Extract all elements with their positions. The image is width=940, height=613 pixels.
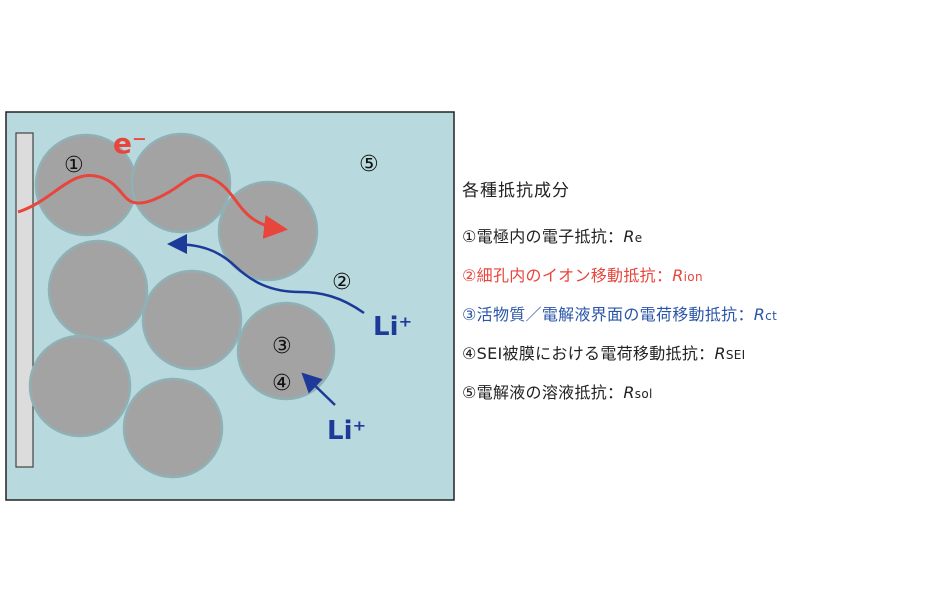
legend-item-subscript: SEI [725,348,746,362]
legend-item-symbol: R [623,227,635,246]
legend-item-text: ④SEI被膜における電荷移動抵抗： [462,344,715,363]
particle [28,334,132,438]
marker-4: ④ [272,371,292,396]
legend-item: ②細孔内のイオン移動抵抗：Rion [462,266,940,305]
legend-item-symbol: R [753,305,766,324]
legend-item: ④SEI被膜における電荷移動抵抗：RSEI [462,344,940,383]
ion-path-arrow [167,234,365,315]
legend-item-symbol: R [672,266,684,285]
legend-item-subscript: sol [634,387,653,401]
legend-item-symbol: R [623,383,635,402]
particle [122,377,224,479]
legend-item-symbol: R [714,344,726,363]
legend-item-text: ③活物質／電解液界面の電荷移動抵抗： [462,305,754,324]
lithium-ion-label-upper: Li⁺ [373,312,412,342]
marker-5: ⑤ [359,152,379,177]
lithium-ion-label-lower: Li⁺ [327,416,366,446]
particle [47,239,149,341]
active-particles [28,132,336,479]
current-collector [15,132,34,468]
electrode-diagram: e⁻ Li⁺ Li⁺ ① ② ③ ④ ⑤ [5,111,455,501]
legend-item-text: ⑤電解液の溶液抵抗： [462,383,624,402]
legend-item: ③活物質／電解液界面の電荷移動抵抗：Rct [462,305,940,344]
legend-item-text: ①電極内の電子抵抗： [462,227,624,246]
legend-item-subscript: ct [765,309,778,323]
electrolyte-border [5,111,455,501]
marker-3: ③ [272,334,292,359]
electron-path-arrow [17,173,288,239]
legend-item-subscript: ion [683,270,703,284]
electron-label: e⁻ [113,127,147,160]
particle [141,269,243,371]
legend-item-text: ②細孔内のイオン移動抵抗： [462,266,673,285]
legend-title: 各種抵抗成分 [462,181,570,201]
marker-1: ① [64,153,84,178]
ion-to-sei-arrow [301,372,336,406]
legend-item: ⑤電解液の溶液抵抗：Rsol [462,383,940,422]
legend-item: ①電極内の電子抵抗：Re [462,227,940,266]
legend-item-subscript: e [634,231,643,245]
marker-2: ② [332,270,352,295]
